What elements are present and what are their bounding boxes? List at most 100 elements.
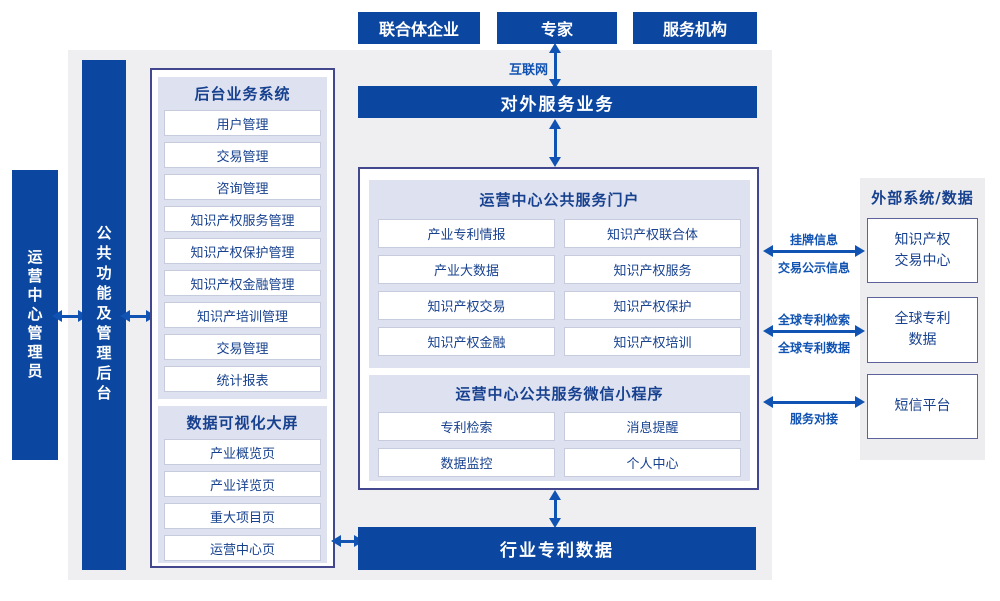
list-item: 咨询管理 <box>164 174 321 200</box>
list-item: 知识产权保护管理 <box>164 238 321 264</box>
backend-system-list: 用户管理 交易管理 咨询管理 知识产权服务管理 知识产权保护管理 知识产权金融管… <box>158 110 327 392</box>
actor-service-organizations: 服务机构 <box>633 12 757 44</box>
list-item-label: 产业详览页 <box>209 478 275 494</box>
list-item: 交易管理 <box>164 334 321 360</box>
list-item: 产业详览页 <box>164 471 321 497</box>
external-system-label: 短信平台 <box>894 398 951 414</box>
external-system-box: 全球专利数据 <box>867 297 978 363</box>
list-item-label: 知识产培训管理 <box>196 309 288 325</box>
double-arrow-horizontal-icon <box>331 535 364 547</box>
list-item-label: 统计报表 <box>216 373 269 389</box>
list-item: 消息提醒 <box>564 412 741 441</box>
list-item: 知识产权服务管理 <box>164 206 321 232</box>
external-systems-panel: 外部系统/数据 知识产权交易中心 全球专利数据 短信平台 <box>860 178 985 460</box>
list-item-label: 咨询管理 <box>216 181 269 197</box>
list-item-label: 个人中心 <box>626 457 679 472</box>
list-item-label: 交易管理 <box>216 149 269 165</box>
external-system-label: 全球专利数据 <box>894 311 951 348</box>
list-item-label: 专利检索 <box>440 421 493 436</box>
external-system-box: 短信平台 <box>867 374 978 439</box>
list-item: 产业概览页 <box>164 439 321 465</box>
double-arrow-vertical-icon <box>549 119 561 167</box>
list-item-label: 知识产权培训 <box>613 336 692 351</box>
list-item-label: 重大项目页 <box>209 510 275 526</box>
list-item-label: 数据监控 <box>440 457 493 472</box>
list-item: 数据监控 <box>378 448 555 477</box>
list-item: 知识产权培训 <box>564 327 741 356</box>
double-arrow-horizontal-icon <box>763 245 865 257</box>
list-item: 用户管理 <box>164 110 321 136</box>
data-visualization-panel: 数据可视化大屏 产业概览页 产业详览页 重大项目页 运营中心页 <box>158 406 327 563</box>
miniprogram-title: 运营中心公共服务微信小程序 <box>455 385 664 403</box>
list-item: 知识产权交易 <box>378 291 555 320</box>
list-item-label: 产业概览页 <box>209 446 275 462</box>
public-service-portal-panel: 运营中心公共服务门户 产业专利情报 知识产权联合体 产业大数据 知识产权服务 知… <box>369 180 750 368</box>
internet-label: 互联网 <box>508 63 548 78</box>
list-item-label: 交易管理 <box>216 341 269 357</box>
portal-title: 运营中心公共服务门户 <box>479 191 640 209</box>
operation-center-box: 运营中心公共服务门户 产业专利情报 知识产权联合体 产业大数据 知识产权服务 知… <box>358 167 759 490</box>
data-visualization-title: 数据可视化大屏 <box>186 414 299 432</box>
list-item: 产业大数据 <box>378 255 555 284</box>
list-item-label: 知识产权保护管理 <box>190 245 295 261</box>
list-item: 重大项目页 <box>164 503 321 529</box>
miniprogram-items-grid: 专利检索 消息提醒 数据监控 个人中心 <box>369 412 750 477</box>
list-item-label: 运营中心页 <box>209 542 275 558</box>
double-arrow-horizontal-icon <box>52 310 88 322</box>
list-item: 产业专利情报 <box>378 219 555 248</box>
external-system-label: 知识产权交易中心 <box>894 231 951 269</box>
link-label-top: 全球专利检索 <box>777 313 850 327</box>
list-item-label: 用户管理 <box>216 117 269 133</box>
list-item: 统计报表 <box>164 366 321 392</box>
double-arrow-horizontal-icon <box>763 325 865 337</box>
backend-system-title: 后台业务系统 <box>194 85 291 103</box>
list-item: 知识产权保护 <box>564 291 741 320</box>
operation-center-admin-box: 运营中心管理员 <box>12 170 58 460</box>
list-item-label: 知识产权金融管理 <box>190 277 295 293</box>
portal-items-grid: 产业专利情报 知识产权联合体 产业大数据 知识产权服务 知识产权交易 知识产权保… <box>369 219 750 356</box>
double-arrow-vertical-icon <box>549 490 561 528</box>
backend-system-panel: 后台业务系统 用户管理 交易管理 咨询管理 知识产权服务管理 知识产权保护管理 … <box>158 77 327 399</box>
external-service-bar: 对外服务业务 <box>358 86 757 118</box>
actor-label: 专家 <box>540 20 573 39</box>
list-item: 交易管理 <box>164 142 321 168</box>
list-item-label: 产业专利情报 <box>427 228 506 243</box>
industry-patent-data-bar: 行业专利数据 <box>358 527 756 570</box>
link-label-bottom: 服务对接 <box>789 412 838 426</box>
list-item: 知识产培训管理 <box>164 302 321 328</box>
list-item: 知识产权联合体 <box>564 219 741 248</box>
link-label-bottom: 交易公示信息 <box>777 261 850 275</box>
backend-and-dashboard-box: 后台业务系统 用户管理 交易管理 咨询管理 知识产权服务管理 知识产权保护管理 … <box>150 68 335 568</box>
list-item-label: 知识产权金融 <box>427 336 506 351</box>
list-item-label: 知识产权服务管理 <box>190 213 295 229</box>
list-item: 知识产权金融管理 <box>164 270 321 296</box>
double-arrow-horizontal-icon <box>120 310 156 322</box>
list-item-label: 消息提醒 <box>626 421 679 436</box>
common-backend-label: 公共功能及管理后台 <box>94 225 113 405</box>
double-arrow-horizontal-icon <box>763 396 865 408</box>
actor-label: 服务机构 <box>662 20 727 39</box>
list-item-label: 知识产权联合体 <box>606 228 698 243</box>
list-item-label: 知识产权保护 <box>613 300 692 315</box>
double-arrow-vertical-icon <box>549 43 561 89</box>
wechat-miniprogram-panel: 运营中心公共服务微信小程序 专利检索 消息提醒 数据监控 个人中心 <box>369 375 750 481</box>
external-service-label: 对外服务业务 <box>500 94 615 115</box>
actor-consortium-enterprises: 联合体企业 <box>358 12 480 44</box>
list-item-label: 知识产权交易 <box>427 300 506 315</box>
list-item-label: 产业大数据 <box>433 264 499 279</box>
data-visualization-list: 产业概览页 产业详览页 重大项目页 运营中心页 <box>158 439 327 561</box>
link-label-bottom: 全球专利数据 <box>777 341 850 355</box>
list-item: 专利检索 <box>378 412 555 441</box>
common-functions-backend-bar: 公共功能及管理后台 <box>82 60 126 570</box>
list-item: 知识产权服务 <box>564 255 741 284</box>
external-systems-title: 外部系统/数据 <box>871 189 974 207</box>
admin-label: 运营中心管理员 <box>25 248 44 382</box>
actor-experts: 专家 <box>497 12 617 44</box>
external-system-box: 知识产权交易中心 <box>867 218 978 283</box>
actor-label: 联合体企业 <box>378 20 459 39</box>
link-label-top: 挂牌信息 <box>789 233 838 247</box>
list-item-label: 知识产权服务 <box>613 264 692 279</box>
list-item: 知识产权金融 <box>378 327 555 356</box>
industry-patent-data-label: 行业专利数据 <box>500 541 614 561</box>
